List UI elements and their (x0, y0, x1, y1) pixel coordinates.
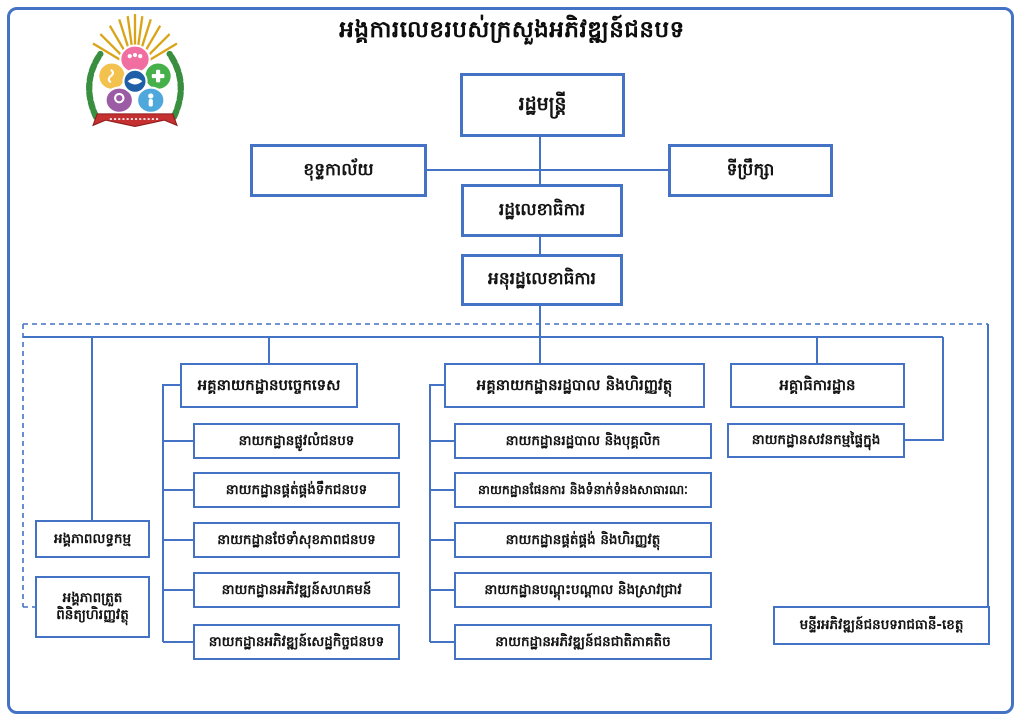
technical-dept-box: នាយកដ្ឋានផ្លូវលំជនបទ (193, 423, 400, 459)
center-globe-icon (122, 68, 148, 94)
technical-dept-box: នាយកដ្ឋានអភិវឌ្ឍន៍សេដ្ឋកិច្ចជនបទ (193, 624, 400, 660)
under-secretary-of-state-box: អនុរដ្ឋលេខាធិការ (461, 254, 623, 306)
minister-box: រដ្ឋមន្ត្រី (460, 73, 625, 137)
petal-bottom-left-purple (104, 86, 134, 114)
admin-dept-box: នាយកដ្ឋានផែនការ និងទំនាក់ទំនងសាធារណៈ (454, 472, 712, 508)
admin-dept-box: នាយកដ្ឋានរដ្ឋបាល និងបុគ្គលិក (454, 423, 712, 459)
provincial-dept-box: មន្ទីរអភិវឌ្ឍន៍ជនបទរាជធានី-ខេត្ត (773, 606, 990, 645)
gd-technical-box: អគ្គនាយកដ្ឋានបច្ចេកទេស (180, 363, 358, 408)
page-title: អង្គការលេខរបស់ក្រសួងអភិវឌ្ឍន៍ជនបទ (339, 17, 685, 43)
internal-audit-dept-box: នាយកដ្ឋានសវនកម្មផ្ទៃក្នុង (727, 423, 905, 458)
technical-dept-box: នាយកដ្ឋានអភិវឌ្ឍន៍សហគមន៍ (193, 572, 400, 608)
admin-dept-box: នាយកដ្ឋានអភិវឌ្ឍន៍ជនជាតិភាគតិច (454, 624, 712, 660)
cabinet-box: ខុទ្ទកាល័យ (250, 144, 427, 197)
secretary-of-state-box: រដ្ឋលេខាធិការ (461, 184, 623, 237)
procurement-unit-box: អង្គភាពលទ្ធកម្ម (35, 520, 150, 558)
technical-dept-box: នាយកដ្ឋានថែទាំសុខភាពជនបទ (193, 522, 400, 558)
financial-inspection-unit-box: អង្គភាពត្រួតពិនិត្យហិរញ្ញវត្ថុ (35, 576, 150, 638)
advisor-box: ទីប្រឹក្សា (668, 144, 833, 197)
technical-dept-box: នាយកដ្ឋានផ្គត់ផ្គង់ទឹកជនបទ (193, 472, 400, 508)
petal-glyphs (107, 52, 165, 107)
general-inspectorate-box: អគ្គាធិការដ្ឋាន (730, 363, 905, 408)
laurel-wreath-icon (86, 50, 184, 121)
gd-admin-finance-box: អគ្គនាយកដ្ឋានរដ្ឋបាល និងហិរញ្ញវត្ថុ (444, 363, 705, 408)
admin-dept-box: នាយកដ្ឋានបណ្ដុះបណ្ដាល និងស្រាវជ្រាវ (454, 572, 712, 608)
admin-dept-box: នាយកដ្ឋានផ្គត់ផ្គង់ និងហិរញ្ញវត្ថុ (454, 522, 712, 558)
ministry-logo (86, 14, 184, 127)
ribbon-banner-icon (92, 113, 178, 127)
